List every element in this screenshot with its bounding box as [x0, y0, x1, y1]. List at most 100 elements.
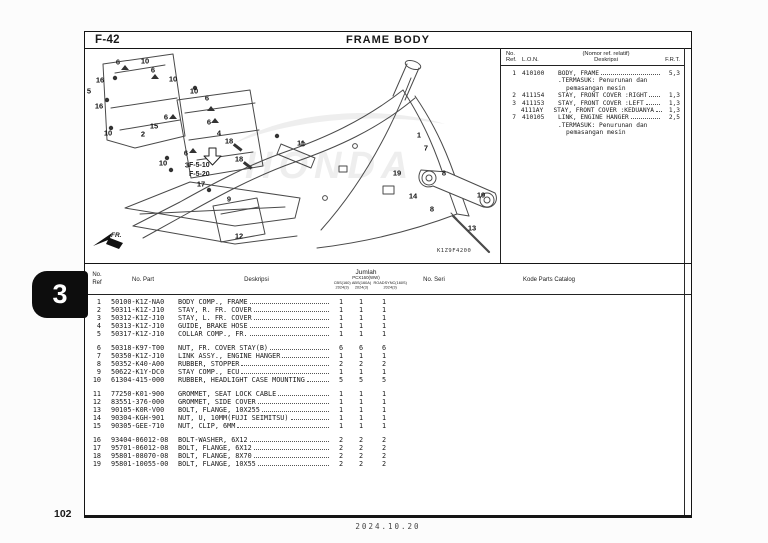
catalog-sheet: F-42 FRAME BODY HONDA	[84, 31, 692, 518]
engine-hanger-link	[418, 169, 497, 254]
callout-10: 10	[189, 86, 199, 96]
honda-watermark: HONDA	[235, 113, 445, 187]
col-no-ref: No. Ref.	[506, 51, 517, 63]
callout-6: 6	[183, 148, 189, 158]
callout-14: 14	[408, 191, 418, 201]
right-column-rule	[684, 48, 685, 515]
chapter-tab: 3	[32, 271, 88, 318]
down-arrow-icon	[203, 147, 222, 166]
callout-4: 4	[216, 128, 222, 138]
reference-table: No. Ref. L.O.N. (Nomor ref. relatif) Des…	[500, 48, 684, 263]
callout-18: 18	[234, 154, 244, 164]
jumlah-variants: CBS(160) 2024(3) ABS(160A) 2024(3) ROADS…	[333, 280, 407, 291]
footer-date: 2024.10.20	[355, 522, 421, 531]
parts-table: No. Ref No. Part Deskripsi Jumlah PCX160…	[85, 263, 691, 515]
parts-table-header: No. Ref No. Part Deskripsi Jumlah PCX160…	[85, 264, 691, 294]
section-code: F-42	[95, 34, 120, 46]
ref-table-row: .TERMASUK: Penurunan dan	[558, 77, 648, 85]
col-kode-parts-catalog: Kode Parts Catalog	[522, 276, 576, 283]
page-number: 102	[54, 508, 72, 520]
chapter-number: 3	[52, 279, 68, 309]
ref-link: F-5-10	[189, 162, 210, 169]
jumlah-model: PCX160(WW)	[352, 274, 380, 280]
callout-1: 1	[416, 130, 422, 140]
variant-col: ROADSYNC(160S) 2024(3)	[373, 280, 408, 290]
callout-17: 17	[196, 179, 206, 189]
exploded-diagram: HONDA	[85, 48, 693, 263]
callout-6: 6	[206, 117, 212, 127]
frame-body	[124, 59, 470, 249]
col-deskripsi: Deskripsi	[244, 276, 269, 283]
callout-6: 6	[115, 57, 121, 67]
page-header: F-42 FRAME BODY	[85, 32, 691, 49]
callout-8: 8	[429, 204, 435, 214]
col-no-part: No. Part	[131, 276, 154, 283]
callout-6: 6	[163, 112, 169, 122]
svg-text:HONDA: HONDA	[245, 145, 414, 187]
fasteners	[104, 65, 280, 193]
jumlah-label: Jumlah	[355, 268, 377, 276]
callout-7: 7	[423, 143, 429, 153]
callout-19: 19	[392, 168, 402, 178]
col-no-seri: No. Seri	[423, 276, 445, 283]
reference-page-links: F-5-10 F-5-20	[189, 162, 210, 180]
diagram-code: K1Z9F4200	[437, 248, 472, 254]
callout-5: 5	[86, 86, 92, 96]
callout-10: 10	[103, 128, 113, 138]
callout-12: 12	[234, 231, 244, 241]
frame-illustration: HONDA	[93, 53, 497, 254]
reference-table-header: No. Ref. L.O.N. (Nomor ref. relatif) Des…	[501, 48, 684, 66]
ref-table-row: .TERMASUK: Penurunan dan	[558, 121, 648, 129]
callout-13: 13	[467, 223, 477, 233]
callout-16: 16	[95, 75, 105, 85]
header-rule	[85, 294, 691, 295]
callout-2: 2	[140, 129, 146, 139]
callout-10: 10	[140, 56, 150, 66]
variant-col: CBS(160) 2024(3)	[333, 280, 351, 290]
variant-col: ABS(160A) 2024(3)	[352, 280, 372, 290]
ref-table-row: pemasangan mesin	[566, 84, 626, 92]
callout-6: 6	[204, 93, 210, 103]
fr-direction-label: FR.	[111, 232, 122, 239]
col-lon: L.O.N.	[522, 57, 539, 63]
ref-table-row: pemasangan mesin	[566, 129, 626, 137]
callout-15: 15	[149, 121, 159, 131]
callout-3: 3	[184, 160, 190, 170]
callout-9: 9	[226, 194, 232, 204]
ref-link: F-5-20	[189, 170, 210, 178]
fr-arrow-icon	[93, 233, 123, 249]
callout-6: 6	[150, 65, 156, 75]
col-no-ref: No. Ref	[92, 272, 102, 286]
callout-11: 11	[297, 138, 305, 148]
col-deskripsi: (Nomor ref. relatif) Deskripsi	[582, 51, 630, 63]
callout-10: 10	[168, 74, 178, 84]
col-jumlah: Jumlah PCX160(WW) CBS(160) 2024(3) ABS(1…	[333, 268, 407, 291]
